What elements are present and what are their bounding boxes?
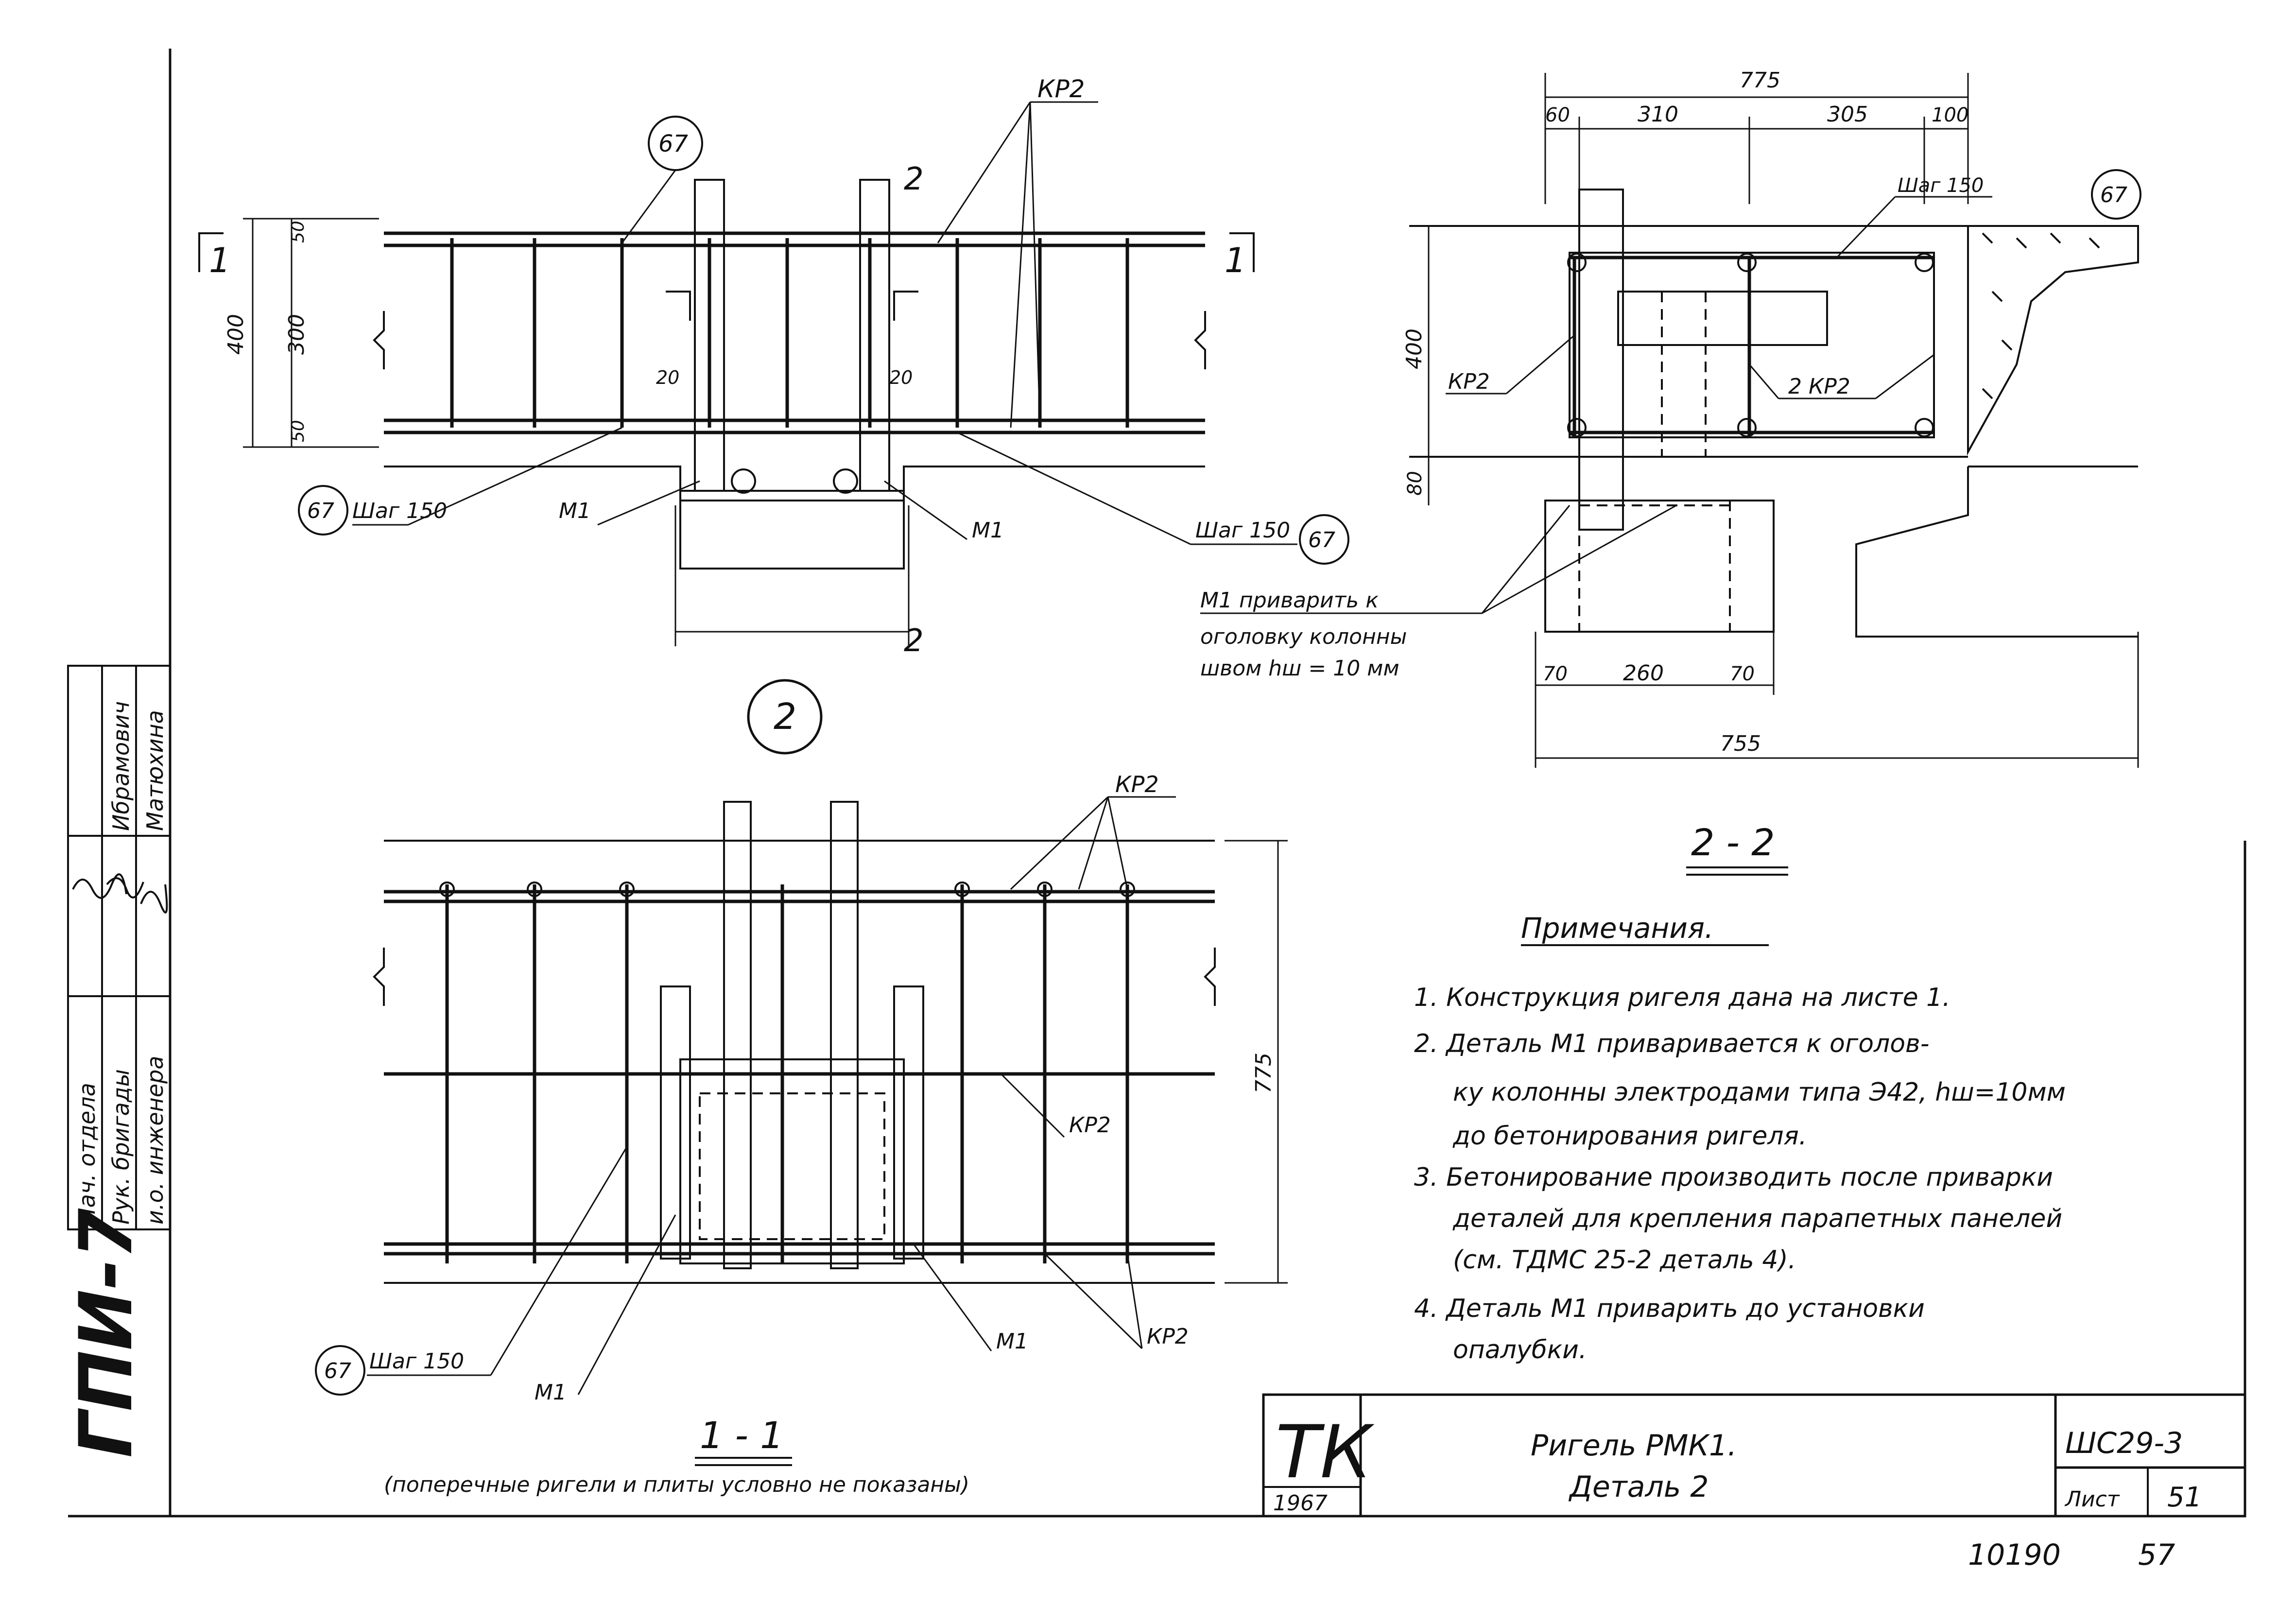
sig-name-3: Кравцова [97,670,100,671]
plan-mark-67-right: 67 [1308,528,1335,553]
archive-number: 10190 [1968,1538,2061,1572]
section-mark-2-top: 2 [904,161,924,197]
signature-scribble-1 [72,873,127,899]
sig-name-1: Ибрамович [108,701,134,831]
sec11-mark-67: 67 [324,1359,351,1383]
tk-year: 1967 [1273,1491,1328,1516]
left-stamp: ГПИ-7 Нач. отдела Рук. бригады и.о. инже… [64,665,171,1458]
sec22-dim-70-right: 70 [1730,663,1755,685]
plan-shag-right: Шаг 150 [1195,518,1290,543]
notes-line-6: деталей для крепления парапетных панелей [1452,1204,2062,1233]
plan-kr2-label: КР2 [1037,75,1085,103]
sec11-stirrups [445,884,1129,1263]
plan-mark-67-top: 67 [658,130,689,157]
sheet-label: Лист [2064,1487,2120,1512]
sec11-subtitle: (поперечные ригели и плиты условно не по… [384,1472,969,1497]
plan-detail-marker: 2 [774,696,796,738]
notes-line-2: 2. Деталь М1 приваривается к оголов- [1414,1029,1929,1058]
section-1-1: 775 КР2 КР2 КР2 М1 М1 67 Шаг 150 1 - 1 (… [315,771,1288,1497]
sig-role-3: и.о. инженера [142,1056,168,1225]
signature-scribble-2 [106,877,144,899]
title-line-2: Деталь 2 [1568,1470,1709,1504]
notes-line-3: ку колонны электродами типа Э42, hш=10мм [1453,1078,2066,1107]
plan-m1-left: М1 [559,499,591,523]
sec22-dim-70-left: 70 [1543,663,1568,685]
sheet-code: ШС29-3 [2065,1426,2183,1460]
notes-line-4: до бетонирования ригеля. [1452,1122,1807,1151]
section-mark-1-right: 1 [1225,241,1246,280]
sec22-2kr2-label: 2 КР2 [1788,374,1850,399]
sec22-dim-755: 755 [1720,731,1761,756]
notes-title: Примечания. [1521,912,1713,945]
sec22-dim-260: 260 [1623,661,1664,686]
sec22-title: 2 - 2 [1691,821,1775,864]
sec22-dim-310: 310 [1638,102,1678,127]
sec22-dim-80: 80 [1404,471,1426,496]
sec22-shag-label: Шаг 150 [1898,174,1984,197]
title-line-1: Ригель РМК1. [1531,1429,1737,1463]
plan-shag-left: Шаг 150 [352,499,447,523]
notes-line-9: опалубки. [1453,1335,1587,1365]
signature-scribble-3 [140,884,168,914]
sec22-note-line3: швом hш = 10 мм [1200,656,1399,681]
sig-role-4: Проверил [165,1115,166,1118]
tk-mark: ТК [1276,1410,1375,1495]
sec22-dim-305: 305 [1827,102,1868,127]
sec11-m1-right: М1 [996,1329,1028,1354]
plan-dim-20-right: 20 [889,367,913,388]
sec11-kr2-mid: КР2 [1069,1113,1111,1138]
sec11-shag: Шаг 150 [369,1349,464,1374]
plan-dim-300: 300 [284,314,309,355]
stamp-org-code: ГПИ-7 [64,1208,149,1458]
sec22-dim-400: 400 [1402,328,1427,369]
plan-dim-50-top: 50 [288,221,308,243]
plan-view: 400 50 300 50 20 20 1 1 2 2 67 67 Шаг 15… [198,75,1349,755]
section-mark-2-bottom: 2 [904,623,924,659]
sec11-kr2-bottom: КР2 [1147,1324,1189,1349]
notes-line-1: 1. Конструкция ригеля дана на листе 1. [1414,983,1951,1012]
sec22-kr2-label: КР2 [1448,369,1490,394]
sec11-kr2-top: КР2 [1115,771,1159,797]
sec22-mark-67: 67 [2100,183,2127,207]
title-block: ТК 1967 Ригель РМК1. Деталь 2 ШС29-3 Лис… [1262,1393,2246,1572]
notes-block: Примечания. 1. Конструкция ригеля дана н… [1414,912,2066,1365]
sig-role-1: Нач. отдела [74,1083,100,1225]
sec22-note-line2: оголовку колонны [1200,624,1407,649]
archive-page: 57 [2138,1538,2175,1572]
sec22-note-line1: М1 приварить к [1200,588,1379,613]
section-mark-1-left: 1 [209,241,231,280]
sig-role-2: Рук. бригады [108,1069,134,1225]
plan-mark-67-left: 67 [307,499,334,523]
notes-line-7: (см. ТДМС 25-2 деталь 4). [1453,1245,1796,1275]
plan-dim-50-bottom: 50 [288,420,308,442]
signature-table: Нач. отдела Рук. бригады и.о. инженера И… [67,665,171,1230]
plan-dim-20-left: 20 [656,367,679,388]
notes-line-8: 4. Деталь М1 приварить до установки [1414,1294,1925,1323]
notes-line-5: 3. Бетонирование производить после прива… [1414,1163,2053,1192]
sec22-dim-100: 100 [1932,104,1968,126]
plan-m1-right: М1 [972,518,1004,543]
sec11-dim-775: 775 [1251,1053,1276,1093]
sig-name-2: Матюхина [142,710,168,831]
sec11-title: 1 - 1 [700,1414,783,1457]
sec22-dim-775: 775 [1740,68,1780,93]
plan-stirrups [450,238,1129,428]
plan-dim-400: 400 [224,314,248,355]
sec11-m1-left: М1 [535,1380,567,1405]
sheet-number: 51 [2167,1482,2202,1513]
section-2-2: 775 60 310 305 100 400 80 70 260 70 755 … [1200,68,2141,876]
sec22-dim-60: 60 [1545,104,1570,126]
